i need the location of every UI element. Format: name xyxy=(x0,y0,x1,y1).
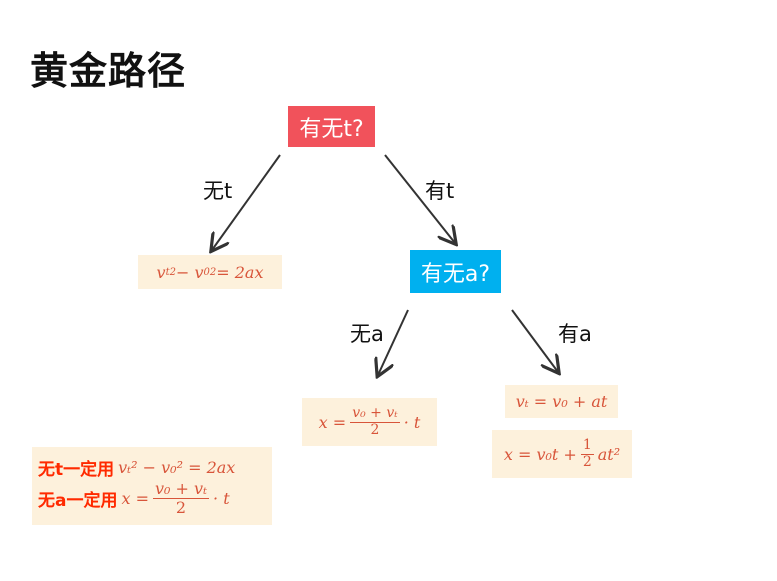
rule-formula: x = xyxy=(121,489,149,508)
edge-label-no-t: 无t xyxy=(203,179,233,203)
formula-velocity: vₜ = v₀ + at xyxy=(505,385,618,418)
denominator: 2 xyxy=(370,421,380,438)
denominator: 2 xyxy=(175,498,187,517)
f-part: v xyxy=(156,262,166,282)
arrow-no-a xyxy=(378,309,409,375)
f-part: 2 xyxy=(209,266,217,278)
numerator: v₀ + vₜ xyxy=(350,405,400,423)
numerator: v₀ + vₜ xyxy=(153,479,210,499)
f-part: = 2ax xyxy=(216,262,264,282)
arrow-has-a xyxy=(511,309,558,372)
edge-label-has-t: 有t xyxy=(425,179,455,203)
rule-label: 无a一定用 xyxy=(38,491,118,511)
f-part: · t xyxy=(403,412,421,432)
f-part: t xyxy=(165,266,170,278)
numerator: 1 xyxy=(580,437,594,455)
f-part: 2 xyxy=(169,266,176,278)
f-part: − v xyxy=(175,262,204,282)
summary-rule-1: 无t一定用 vₜ² − v₀² = 2ax xyxy=(38,455,272,480)
edge-label-no-a: 无a xyxy=(350,322,384,346)
arrow-no-t xyxy=(212,154,281,250)
f-part: at² xyxy=(597,444,621,464)
edge-label-has-a: 有a xyxy=(558,322,592,346)
rule-label: 无t一定用 xyxy=(38,460,115,481)
rule-formula: · t xyxy=(213,489,230,508)
page-title: 黄金路径 xyxy=(30,49,187,93)
arrow-has-t xyxy=(384,154,455,243)
second-node: 有无a? xyxy=(410,250,501,293)
f-part: x = v₀t + xyxy=(503,444,577,464)
rule-formula: vₜ² − v₀² = 2ax xyxy=(118,458,236,478)
f-part: 0 xyxy=(203,266,210,278)
root-node: 有无t? xyxy=(288,106,375,147)
denominator: 2 xyxy=(582,453,592,470)
f-part: x = xyxy=(318,412,347,432)
